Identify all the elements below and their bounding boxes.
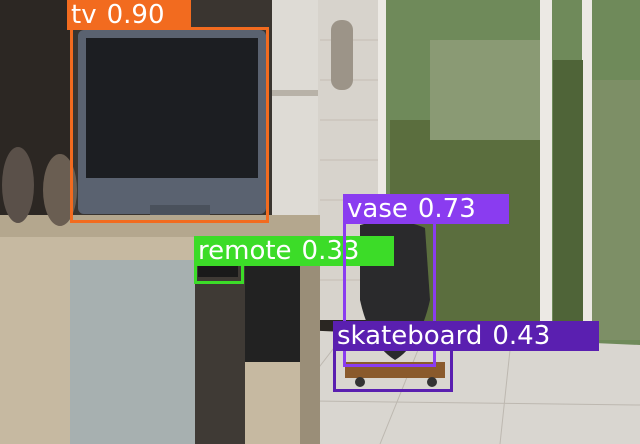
vase-label-text: vase [347, 194, 408, 224]
tv-bounding-box [70, 27, 269, 223]
tv-label-text: tv [71, 0, 97, 30]
skateboard-bounding-box [333, 347, 453, 392]
skateboard-label-text: skateboard [337, 321, 483, 351]
remote-label-text: remote [198, 236, 292, 266]
remote-label-tag: remote 0.33 [194, 236, 394, 266]
tv-label-tag: tv 0.90 [67, 0, 191, 30]
vase-score-text: 0.73 [417, 194, 476, 224]
vase-label-tag: vase 0.73 [343, 194, 509, 224]
tv-score-text: 0.90 [106, 0, 165, 30]
skateboard-label-tag: skateboard 0.43 [333, 321, 599, 351]
remote-score-text: 0.33 [301, 236, 360, 266]
skateboard-score-text: 0.43 [492, 321, 551, 351]
